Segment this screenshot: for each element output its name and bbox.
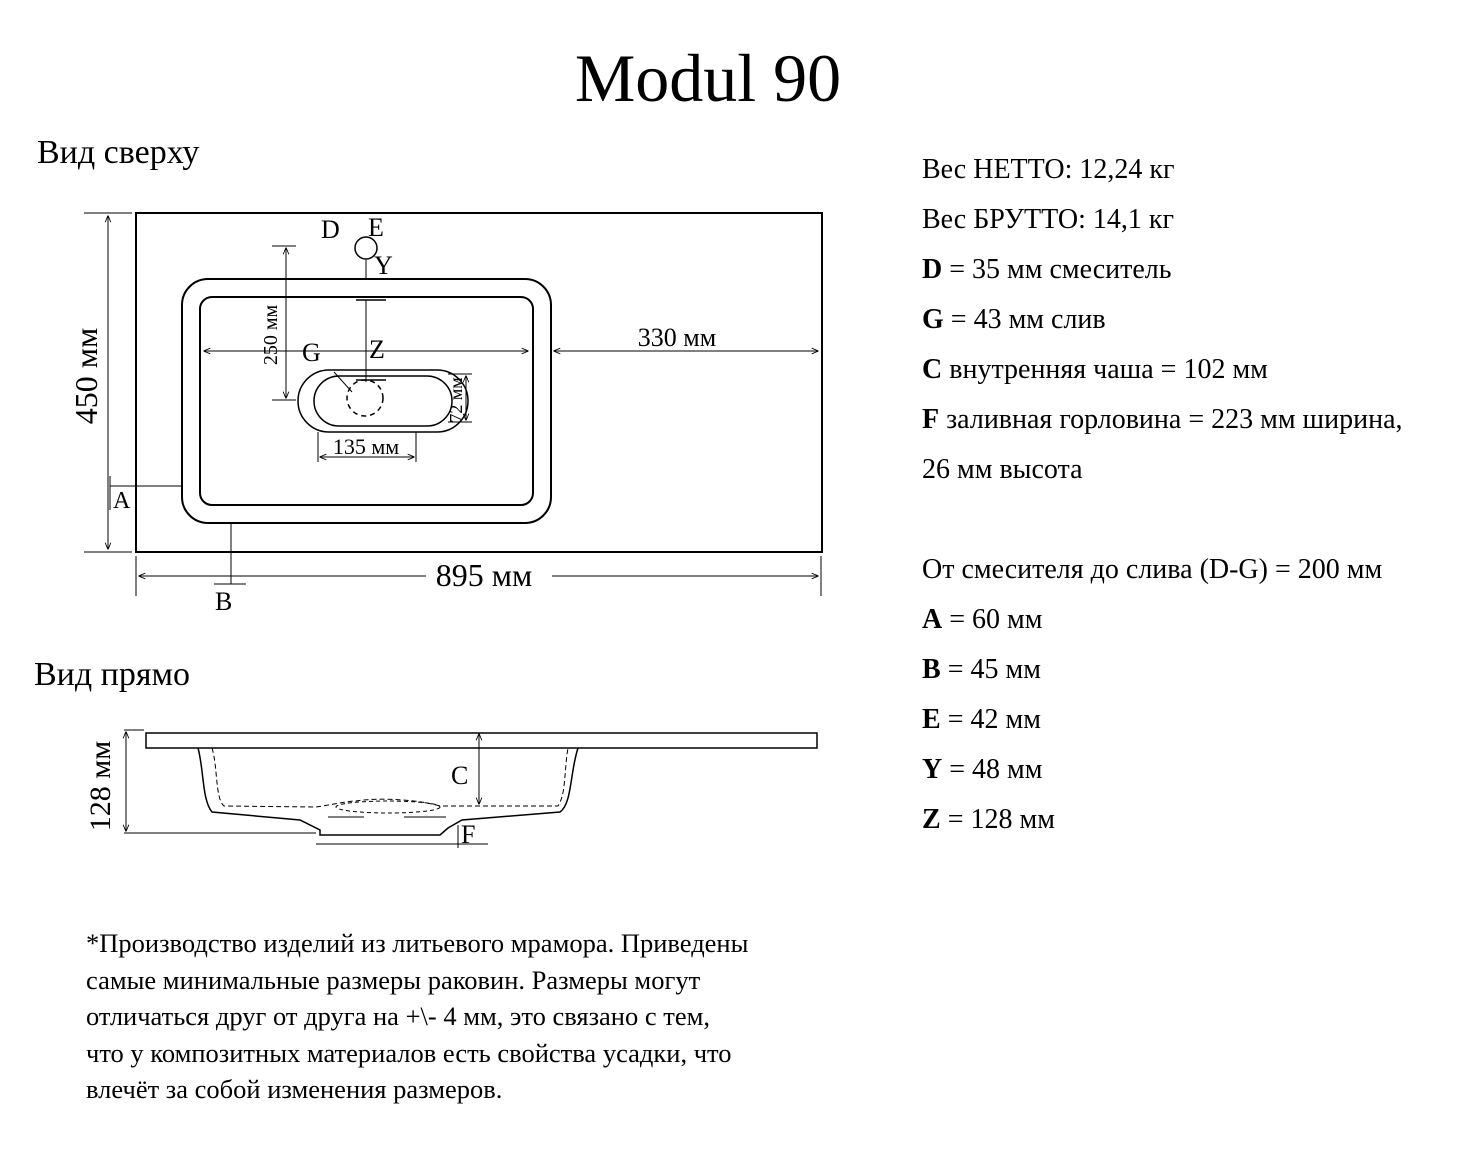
footnote-line: что у композитных материалов есть свойст… [86,1037,732,1068]
marker-c: C [451,761,468,790]
marker-g: G [302,338,321,367]
spec-letter: Y = 48 мм [922,754,1043,785]
overflow-neck-inner [313,375,453,427]
bowl-profile-inner [211,747,569,808]
marker-f: F [461,820,475,849]
spec-letter: E = 42 мм [922,704,1041,735]
faucet-to-drain: От смесителя до слива (D-G) = 200 мм [922,554,1383,585]
front-view-label: Вид прямо [34,656,191,693]
spec-letter: Z = 128 мм [922,804,1055,835]
drain-profile [335,800,441,814]
width-dimension-label: 895 мм [436,557,533,593]
bowl-depth-dimension-label: 250 мм [260,305,282,366]
drain-circle [346,379,384,417]
footnote-line: отличаться друг от друга на +\- 4 мм, эт… [86,1001,710,1031]
marker-a: A [113,488,131,514]
spec-continuation: 26 мм высота [922,454,1083,485]
spec-letter: A = 60 мм [922,604,1043,635]
bowl-profile-outer [197,747,579,836]
marker-d: D [321,215,340,244]
countertop-outline [135,212,823,553]
neck-width-dimension-label: 135 мм [333,434,399,459]
countertop-profile [145,732,818,749]
marker-y: Y [374,251,393,280]
marker-z: Z [369,335,385,364]
footnote: *Производство изделий из литьевого мрамо… [86,925,886,1108]
top-view-drawing [84,212,823,596]
top-view-label: Вид сверху [37,134,200,171]
bowl-inner-outline [199,296,534,506]
marker-b: B [215,587,232,616]
spec-item: F заливная горловина = 223 мм ширина, [922,404,1403,435]
spec-item: D = 35 мм смеситель [922,254,1172,285]
footnote-line: самые минимальные размеры раковин. Разме… [86,964,701,995]
spec-item: C внутренняя чаша = 102 мм [922,354,1268,385]
specifications-panel: Вес НЕТТО: 12,24 кг Вес БРУТТО: 14,1 кг … [922,148,1403,848]
neck-depth-dimension-label: 72 мм [446,377,466,422]
footnote-line: *Производство изделий из литьевого мрамо… [86,928,749,958]
front-view-drawing [124,729,818,848]
faucet-hole [354,236,378,260]
page-title: Modul 90 [574,40,842,116]
depth-dimension-label: 450 мм [68,328,104,425]
marker-e: E [368,213,384,242]
footnote-line: влечёт за собой изменения размеров. [86,1074,503,1104]
gross-weight: Вес БРУТТО: 14,1 кг [922,204,1174,235]
right-margin-dimension-label: 330 мм [638,323,716,352]
height-dimension-label: 128 мм [84,741,117,831]
spec-letter: B = 45 мм [922,654,1041,685]
net-weight: Вес НЕТТО: 12,24 кг [922,154,1175,185]
spec-item: G = 43 мм слив [922,304,1106,335]
bowl-outer-outline [181,278,552,524]
